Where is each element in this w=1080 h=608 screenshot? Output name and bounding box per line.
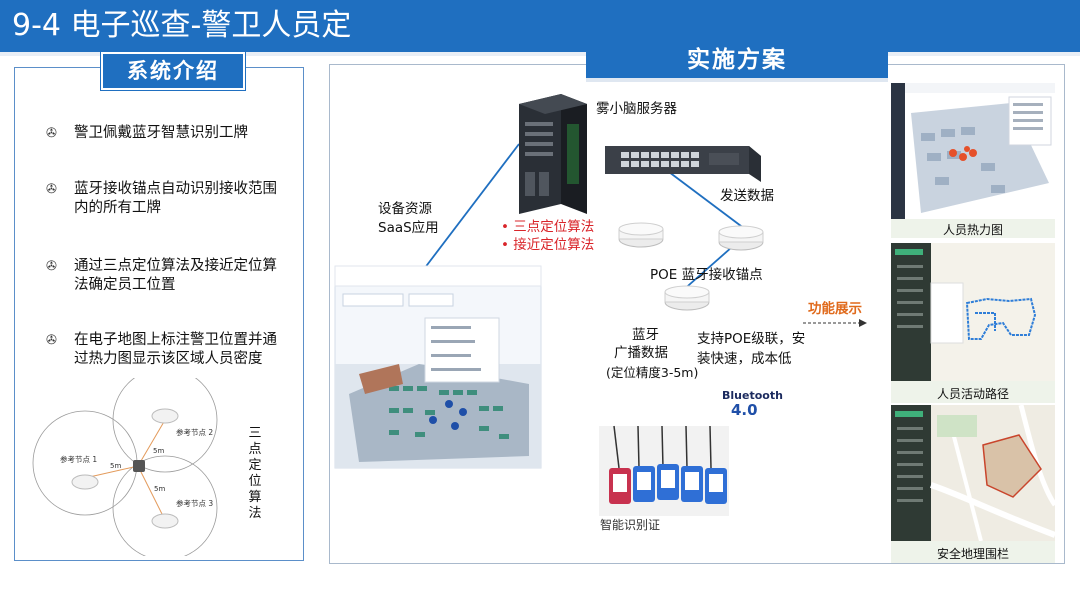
geofence-screenshot (891, 405, 1055, 541)
feature-item: ✇ 在电子地图上标注警卫位置并通过热力图显示该区域人员密度 (46, 331, 280, 369)
anchor-icon (151, 513, 179, 529)
distance-label: 5m (154, 485, 165, 493)
anchor-device-icon (718, 225, 764, 251)
distance-label: 5m (153, 447, 164, 455)
feature-item: ✇ 警卫佩戴蓝牙智慧识别工牌 (46, 124, 280, 143)
send-data-label: 发送数据 (720, 188, 774, 204)
anchor-device-icon (618, 222, 664, 248)
switch-icon (605, 146, 761, 182)
feature-item: ✇ 通过三点定位算法及接近定位算法确定员工位置 (46, 257, 280, 295)
algorithm-label: • 三点定位算法 (501, 219, 595, 235)
server-icon (519, 94, 587, 214)
feature-text: 蓝牙接收锚点自动识别接收范围内的所有工牌 (74, 181, 277, 216)
algorithm-label: • 接近定位算法 (501, 237, 595, 253)
anchor-icon (151, 408, 179, 424)
bullet-icon: ✇ (46, 259, 57, 274)
path-screenshot (891, 243, 1055, 381)
saas-app-screenshot (334, 265, 542, 469)
saas-label: 设备资源 (378, 201, 432, 217)
thumbnail-caption: 人员活动路径 (936, 387, 1009, 401)
bullet-icon: ✇ (46, 333, 57, 348)
bluetooth-logo: Bluetooth (722, 389, 783, 402)
bluetooth-version: 4.0 (731, 401, 758, 419)
server-label: 雾小脑服务器 (596, 101, 677, 117)
feature-text: 警卫佩戴蓝牙智慧识别工牌 (74, 125, 248, 141)
distance-label: 5m (110, 462, 121, 470)
heatmap-thumbnail[interactable]: 人员热力图 (891, 83, 1055, 238)
badge-label: 智能识别证 (600, 518, 661, 532)
bullet-icon: ✇ (46, 126, 57, 141)
anchor-device-icon (664, 285, 710, 311)
header-bar: 9-4 电子巡查-警卫人员定 (0, 0, 1080, 52)
page-title: 9-4 电子巡查-警卫人员定 (12, 8, 352, 43)
node-label-3: 参考节点 3 (176, 498, 213, 508)
thumbnail-caption: 人员热力图 (942, 223, 1003, 237)
poe-anchor-label: POE 蓝牙接收锚点 (650, 267, 763, 283)
bluetooth-label: 蓝牙 (632, 327, 659, 343)
poe-desc-label: 装快速，成本低 (697, 351, 792, 367)
bluetooth-label: 广播数据 (614, 345, 668, 361)
accuracy-label: (定位精度3-5m) (606, 365, 699, 380)
feature-item: ✇ 蓝牙接收锚点自动识别接收范围内的所有工牌 (46, 180, 280, 218)
feature-show-label: 功能展示 (808, 301, 862, 317)
id-badge-icons (599, 425, 729, 516)
node-label-1: 参考节点 1 (60, 454, 97, 464)
bullet-icon: ✇ (46, 182, 57, 197)
geofence-thumbnail[interactable]: 安全地理围栏 (891, 405, 1055, 563)
feature-text: 在电子地图上标注警卫位置并通过热力图显示该区域人员密度 (74, 332, 277, 367)
thumbnail-caption: 安全地理围栏 (936, 547, 1009, 561)
path-thumbnail[interactable]: 人员活动路径 (891, 243, 1055, 403)
poe-desc-label: 支持POE级联，安 (697, 331, 806, 347)
node-label-2: 参考节点 2 (176, 427, 213, 437)
range-circle-2 (112, 378, 218, 473)
heatmap-screenshot (891, 83, 1055, 219)
feature-text: 通过三点定位算法及接近定位算法确定员工位置 (74, 258, 277, 293)
target-tag-icon (133, 460, 145, 472)
header-divider (0, 52, 1080, 56)
arrow-right-icon (803, 319, 867, 327)
triangulation-diagram: 参考节点 1 参考节点 2 参考节点 3 5m 5m 5m (32, 378, 218, 556)
anchor-icon (71, 474, 99, 490)
implementation-tab: 实施方案 (586, 38, 888, 82)
system-intro-tab: 系统介绍 (101, 52, 245, 90)
triangulation-label: 三点定位算法 (248, 426, 262, 521)
architecture-diagram (334, 94, 867, 516)
saas-label: SaaS应用 (378, 220, 439, 236)
system-intro-panel (14, 67, 304, 561)
range-circle-3 (112, 455, 218, 556)
